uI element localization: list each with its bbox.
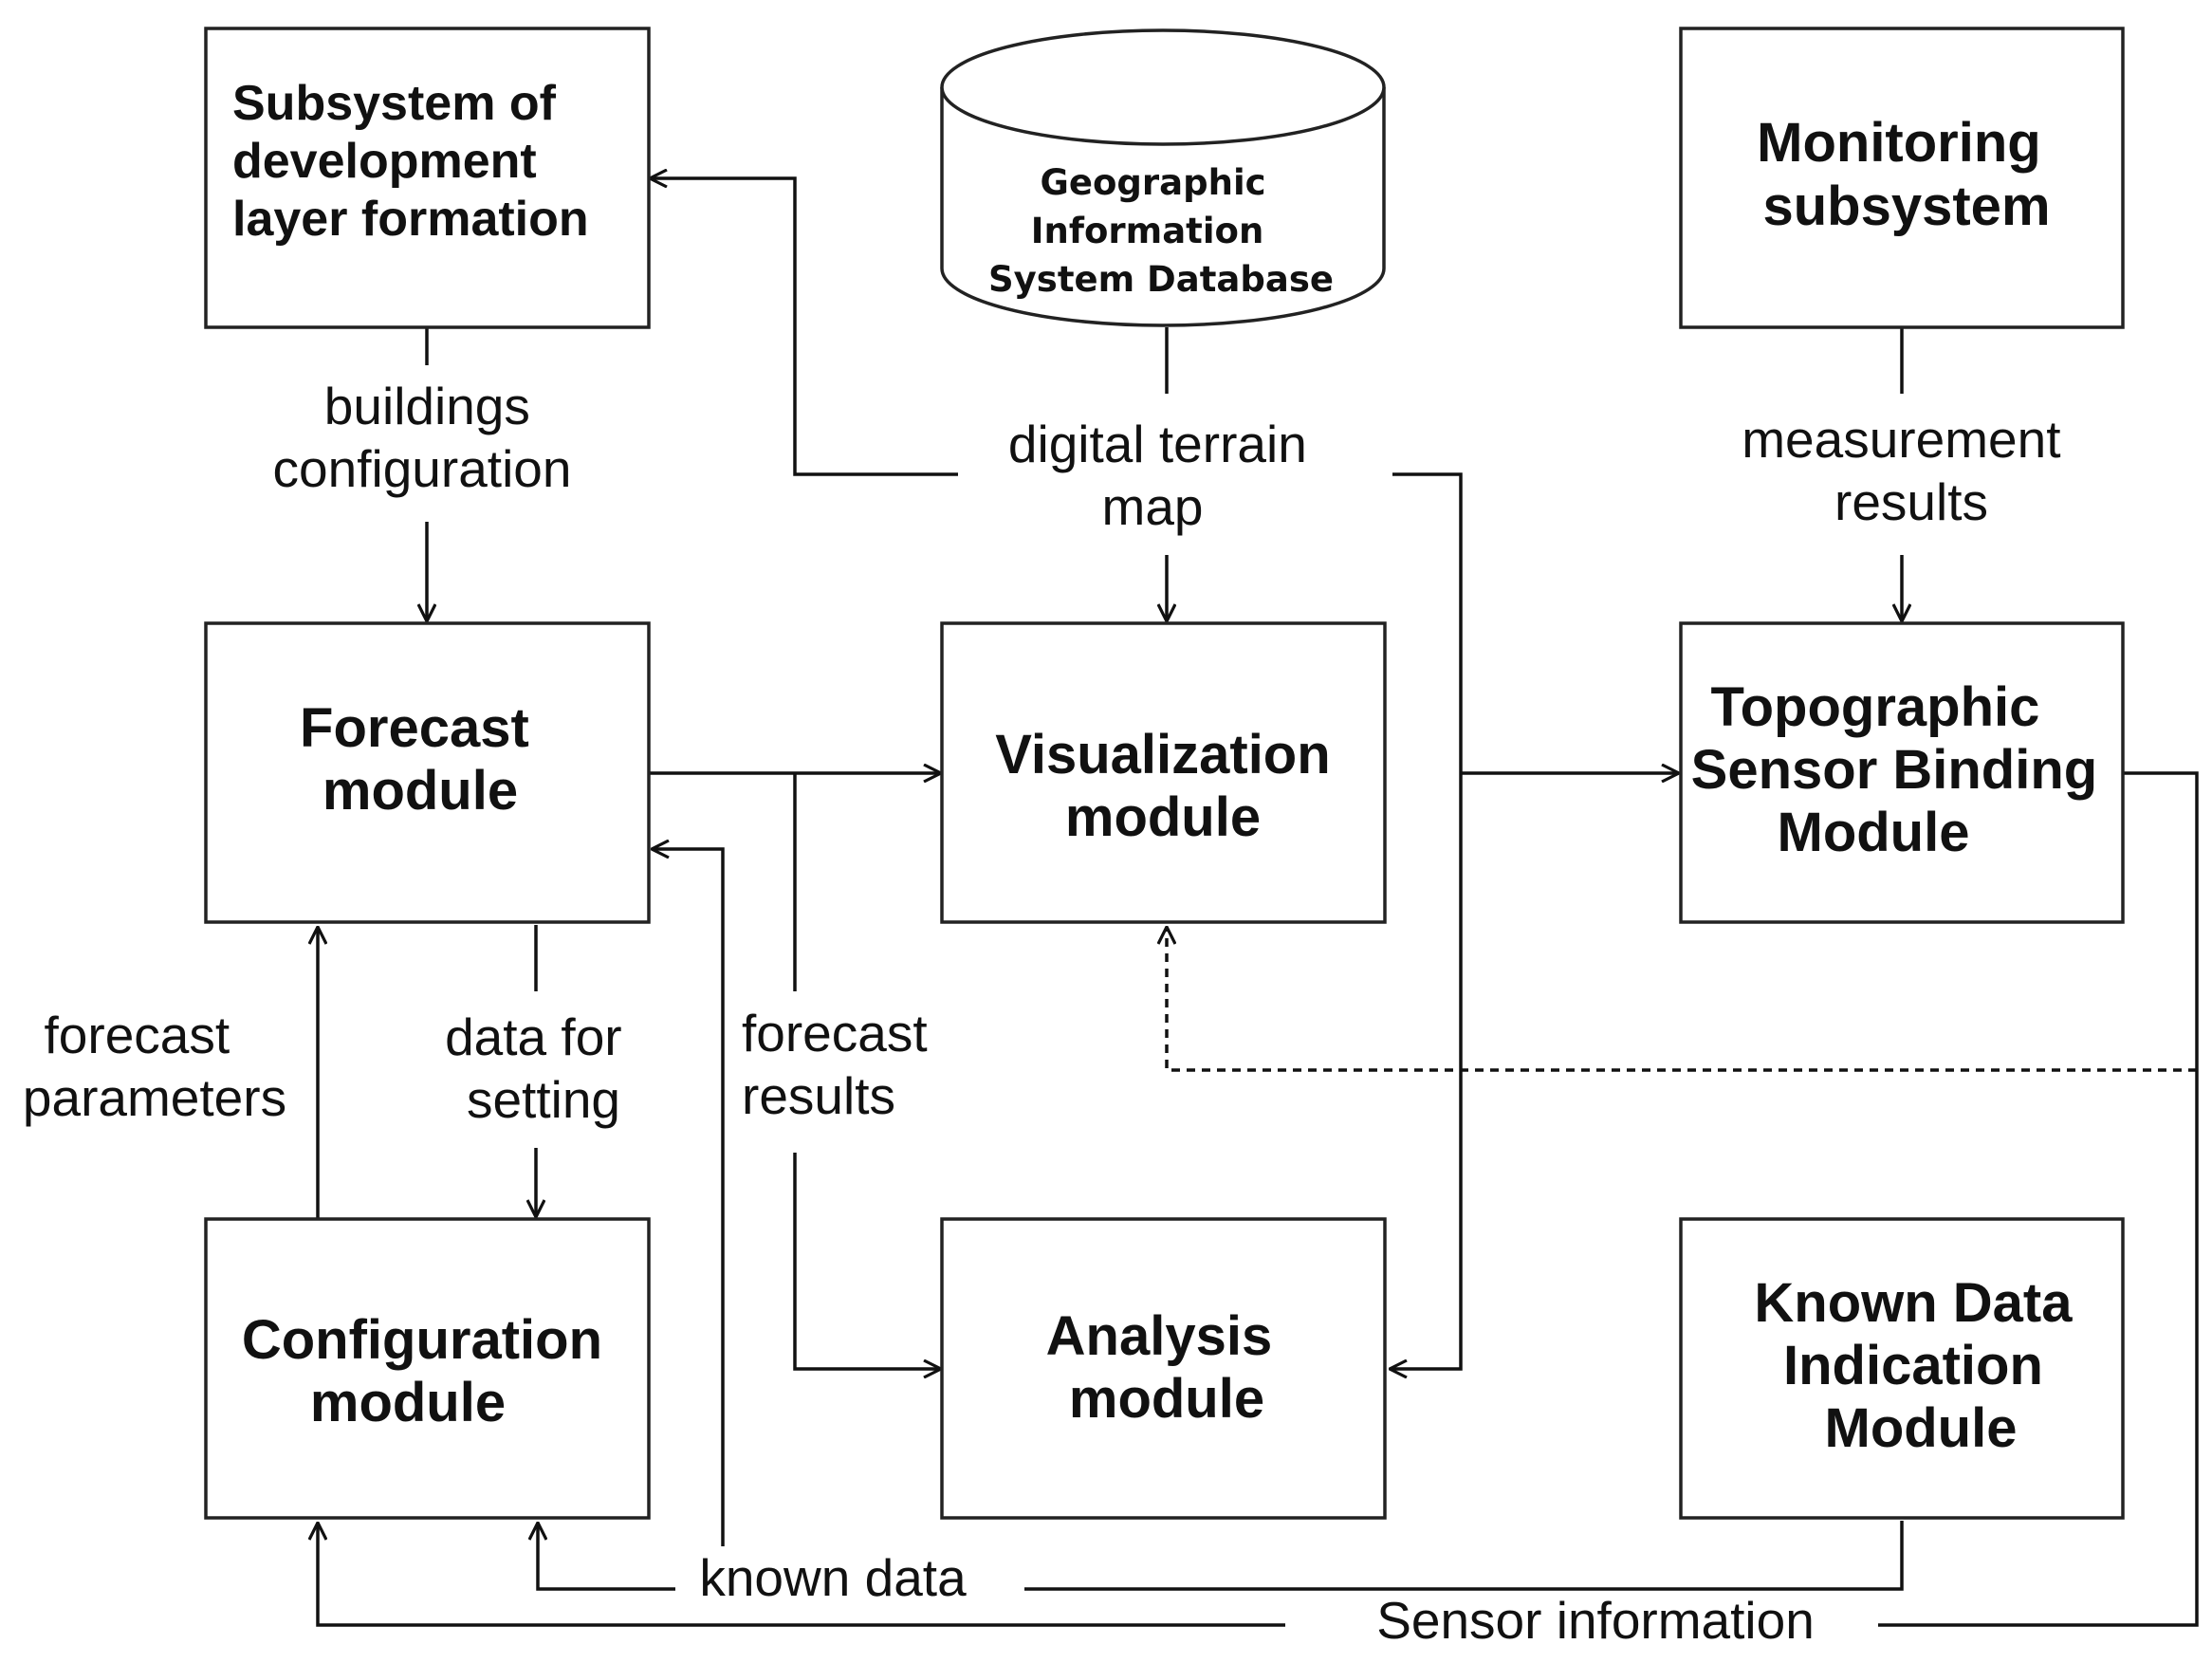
node-topographic-label-line2: Sensor Binding bbox=[1691, 739, 2098, 801]
node-monitoring-label-line2: subsystem bbox=[1762, 176, 2050, 237]
edge-known-data-to-forecast bbox=[652, 849, 725, 1546]
svg-text:Geographic Information: Geographic Information System Database bbox=[988, 162, 1334, 300]
svg-text:Forecast module: Forecast module bbox=[300, 697, 544, 822]
label-forecast-results-line1: forecast bbox=[742, 1004, 928, 1062]
node-topographic-sensor-binding-module[interactable]: Topographic Sensor Binding Module bbox=[1679, 621, 2125, 924]
node-known-data-label-line1: Known Data bbox=[1754, 1272, 2073, 1334]
node-visualization-module[interactable]: Visualization module bbox=[940, 621, 1387, 924]
node-configuration-module[interactable]: Configuration module bbox=[204, 1217, 651, 1520]
node-development-layer-label-line3: layer formation bbox=[232, 192, 589, 247]
edge-known-data-source bbox=[1024, 1521, 1904, 1591]
node-analysis-module[interactable]: Analysis module bbox=[940, 1217, 1387, 1520]
label-measurement-results-line1: measurement bbox=[1742, 410, 2060, 469]
node-visualization-label-line2: module bbox=[1065, 786, 1261, 848]
label-digital-terrain-map-line1: digital terrain bbox=[1008, 415, 1307, 473]
node-analysis-label-line1: Analysis bbox=[1046, 1305, 1273, 1367]
node-monitoring-label-line1: Monitoring bbox=[1757, 112, 2041, 174]
label-buildings-configuration-line1: buildings bbox=[324, 377, 530, 435]
edge-dashed-feedback-to-visualization bbox=[1167, 927, 2197, 1072]
node-configuration-label-line1: Configuration bbox=[242, 1309, 602, 1371]
edge-forecast-results bbox=[793, 1153, 941, 1369]
svg-text:Analysis module: Analysis module bbox=[1046, 1305, 1288, 1430]
label-data-for-setting: data for setting bbox=[445, 1007, 636, 1129]
svg-text:Subsystem of development: Subsystem of development layer formation bbox=[232, 76, 589, 247]
node-forecast-module[interactable]: Forecast module bbox=[204, 621, 651, 924]
node-known-data-label-line3: Module bbox=[1825, 1397, 2018, 1459]
label-buildings-configuration-line2: configuration bbox=[273, 439, 572, 498]
node-known-data-label-line2: Indication bbox=[1783, 1335, 2043, 1396]
node-development-layer-subsystem[interactable]: Subsystem of development layer formation bbox=[204, 27, 651, 329]
label-sensor-information-line1: Sensor information bbox=[1376, 1591, 1815, 1650]
label-sensor-information: Sensor information bbox=[1376, 1591, 1815, 1650]
edge-terrain-to-analysis bbox=[1390, 472, 1463, 1369]
label-data-for-setting-line1: data for bbox=[445, 1007, 622, 1066]
edge-terrain-to-development-layer bbox=[650, 178, 958, 476]
label-forecast-results: forecast results bbox=[742, 1004, 942, 1125]
node-topographic-label-line1: Topographic bbox=[1710, 676, 2039, 738]
node-topographic-label-line3: Module bbox=[1778, 802, 1970, 863]
node-gis-database-label-line3: System Database bbox=[988, 259, 1334, 300]
svg-text:Visualization module: Visualization module bbox=[995, 724, 1346, 848]
edge-known-data-to-configuration bbox=[538, 1523, 675, 1591]
node-monitoring-subsystem[interactable]: Monitoring subsystem bbox=[1679, 27, 2125, 329]
label-buildings-configuration: buildings configuration bbox=[273, 377, 572, 498]
edge-sensor-information-left bbox=[318, 1523, 1285, 1627]
node-gis-database-label-line2: Information bbox=[1031, 211, 1264, 251]
label-forecast-parameters-line1: forecast bbox=[45, 1006, 230, 1064]
node-development-layer-label-line1: Subsystem of bbox=[232, 76, 557, 131]
label-measurement-results-line2: results bbox=[1834, 472, 1988, 531]
node-development-layer-label-line2: development bbox=[232, 134, 537, 189]
label-known-data-line1: known data bbox=[699, 1548, 967, 1607]
node-analysis-label-line2: module bbox=[1069, 1368, 1264, 1430]
label-data-for-setting-line2: setting bbox=[467, 1070, 620, 1129]
node-visualization-label-line1: Visualization bbox=[995, 724, 1330, 785]
node-gis-database[interactable]: Geographic Information System Database bbox=[940, 28, 1386, 327]
svg-text:Monitoring subsystem: Monitoring subsystem bbox=[1757, 112, 2056, 237]
svg-text:Configuration module: Configuration module bbox=[242, 1309, 618, 1433]
node-forecast-label-line2: module bbox=[323, 760, 518, 822]
node-gis-database-label-line1: Geographic bbox=[1041, 162, 1266, 203]
label-forecast-parameters: forecast parameters bbox=[23, 1006, 286, 1127]
svg-text:Known Data Indication: Known Data Indication Module bbox=[1754, 1272, 2087, 1459]
node-forecast-label-line1: Forecast bbox=[300, 697, 529, 759]
label-measurement-results: measurement results bbox=[1742, 410, 2075, 531]
label-known-data: known data bbox=[699, 1548, 967, 1607]
svg-text:Topographic Sensor Bindi: Topographic Sensor Binding Module bbox=[1691, 676, 2113, 863]
label-digital-terrain-map-line2: map bbox=[1102, 477, 1204, 536]
label-forecast-parameters-line2: parameters bbox=[23, 1068, 286, 1127]
label-digital-terrain-map: digital terrain map bbox=[1008, 415, 1321, 536]
node-configuration-label-line2: module bbox=[310, 1372, 506, 1433]
label-forecast-results-line2: results bbox=[742, 1066, 895, 1125]
edge-sensor-information-right bbox=[1878, 771, 2199, 1627]
node-known-data-indication-module[interactable]: Known Data Indication Module bbox=[1679, 1217, 2125, 1520]
